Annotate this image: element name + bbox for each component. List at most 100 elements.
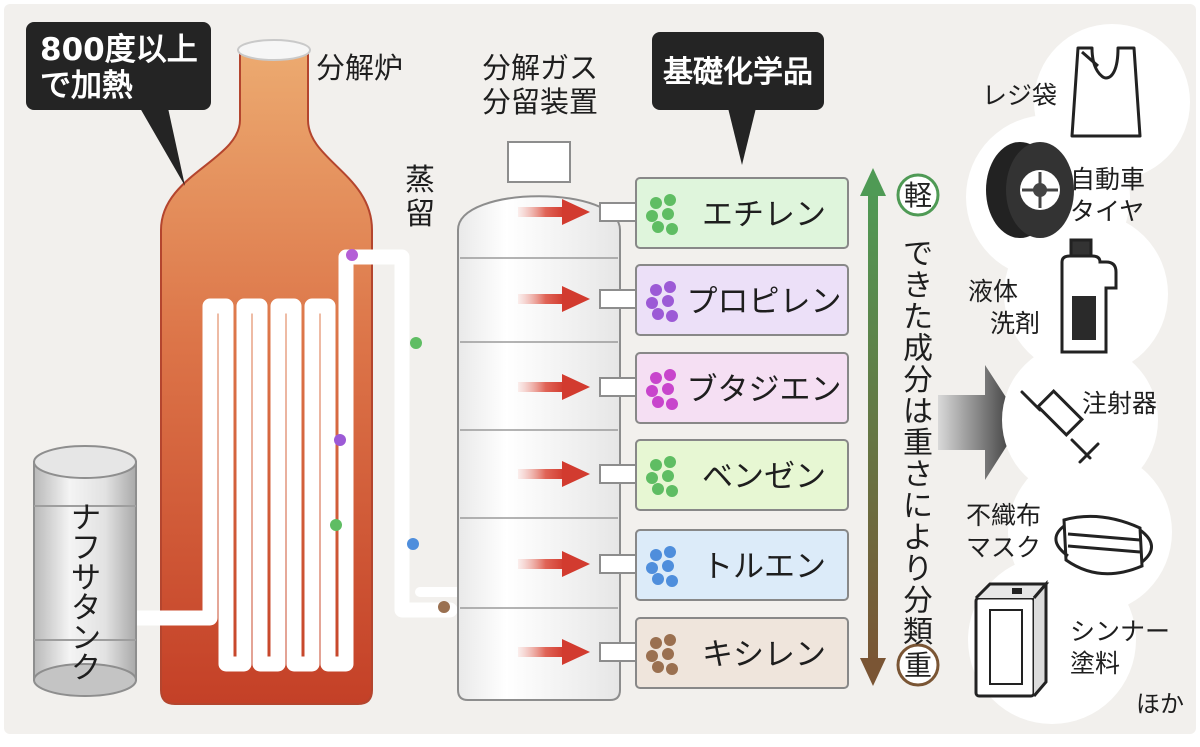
- product-box: [635, 352, 849, 424]
- product-name: プロピレン: [687, 284, 842, 320]
- fractionating-column: [457, 141, 621, 701]
- syringe-icon: [1020, 388, 1100, 464]
- scale-caption-char: は: [903, 395, 933, 430]
- uses-more: ほか: [1136, 690, 1184, 718]
- scale-caption-char: に: [903, 489, 933, 524]
- mask-icon: [1054, 514, 1153, 576]
- shopping-bag-icon: [1070, 46, 1142, 138]
- molecule-dot: [650, 284, 662, 296]
- molecule-dot: [662, 295, 674, 307]
- molecule-dot: [662, 648, 674, 660]
- molecule-dot: [652, 308, 664, 320]
- molecule-dot: [666, 575, 678, 587]
- molecule-dot: [666, 310, 678, 322]
- flow-arrow-shaft: [518, 294, 564, 304]
- column-label-line: 分解ガス: [482, 51, 598, 85]
- product-box: [635, 264, 849, 336]
- scale-caption-char: 重: [903, 426, 933, 461]
- tire-icon: [986, 142, 1074, 238]
- molecule-dot: [666, 485, 678, 497]
- molecule-dot: [646, 562, 658, 574]
- molecule-dot: [646, 210, 658, 222]
- flow-arrow-head: [562, 286, 590, 312]
- molecule-dot: [650, 372, 662, 384]
- distill-label-char: 蒸: [405, 163, 435, 198]
- molecule-dot: [650, 637, 662, 649]
- molecule-dot: [652, 573, 664, 585]
- scale-caption-char: き: [903, 269, 933, 304]
- distill-label-char: 留: [405, 197, 435, 232]
- chemicals-callout: 基礎化学品: [652, 32, 824, 165]
- scale-caption-char: よ: [903, 521, 933, 556]
- scale-caption-char: た: [903, 300, 933, 335]
- flow-arrow-head: [562, 551, 590, 577]
- molecule-dot: [646, 650, 658, 662]
- molecule-dot: [662, 208, 674, 220]
- flow-arrow-head: [562, 639, 590, 665]
- molecule-dot: [666, 663, 678, 675]
- furnace-opening: [237, 39, 311, 61]
- use-label: 不織布: [966, 501, 1041, 530]
- heat-callout-line: 800度以上: [40, 32, 198, 68]
- molecule-dot: [652, 661, 664, 673]
- molecule-dot: [664, 369, 676, 381]
- molecule-dot: [666, 223, 678, 235]
- molecule-dot: [652, 483, 664, 495]
- molecule-dot: [664, 194, 676, 206]
- tank-label-char: ク: [71, 651, 101, 686]
- naphtha-tank: [33, 445, 137, 697]
- tank-label-char: ナ: [71, 501, 101, 536]
- distill-label: 蒸留: [405, 163, 435, 232]
- tank-label-char: ン: [71, 621, 101, 656]
- coil-pipe: [128, 249, 458, 672]
- flow-arrow-head: [562, 199, 590, 225]
- paint-can-icon: [974, 579, 1050, 698]
- flow-arrow-head: [562, 461, 590, 487]
- molecule-dot: [664, 456, 676, 468]
- flow-arrow-head: [562, 374, 590, 400]
- product-name: ブタジエン: [687, 372, 842, 408]
- scale-caption-char: 分: [903, 363, 933, 398]
- heavy-marker: [896, 643, 940, 687]
- outlet-pipe: [599, 464, 639, 484]
- pipe-network: [128, 249, 465, 672]
- product-name: エチレン: [702, 197, 826, 233]
- molecule-dot: [646, 297, 658, 309]
- chemicals-callout-text: 基礎化学品: [663, 55, 813, 90]
- transit-dots: [330, 249, 450, 613]
- flow-arrow-shaft: [518, 469, 564, 479]
- molecule-dot: [666, 398, 678, 410]
- scale-caption-char: 成: [903, 332, 933, 367]
- molecule-dot: [662, 470, 674, 482]
- molecule-dot: [662, 560, 674, 572]
- outlet-pipe: [599, 642, 639, 662]
- product-name: トルエン: [702, 549, 826, 585]
- outlet-pipe: [599, 377, 639, 397]
- detergent-bottle-icon: [1060, 238, 1118, 354]
- molecule-dot: [652, 221, 664, 233]
- molecule-dot: [664, 546, 676, 558]
- product-6: キシレン: [518, 617, 849, 689]
- light-label: 軽: [904, 179, 932, 212]
- use-label: マスク: [966, 533, 1041, 562]
- scale-caption-char: さ: [903, 458, 933, 493]
- furnace-label: 分解炉: [316, 51, 403, 85]
- outlet-pipe: [599, 554, 639, 574]
- outlet-pipe: [599, 289, 639, 309]
- product-box: [635, 439, 849, 511]
- molecule-dot: [664, 281, 676, 293]
- molecule-dot: [662, 383, 674, 395]
- big-arrow: [938, 365, 1022, 480]
- flow-arrow-shaft: [518, 207, 564, 217]
- flow-arrow-shaft: [518, 559, 564, 569]
- use-label: 液体: [968, 277, 1018, 306]
- product-name: キシレン: [702, 637, 826, 673]
